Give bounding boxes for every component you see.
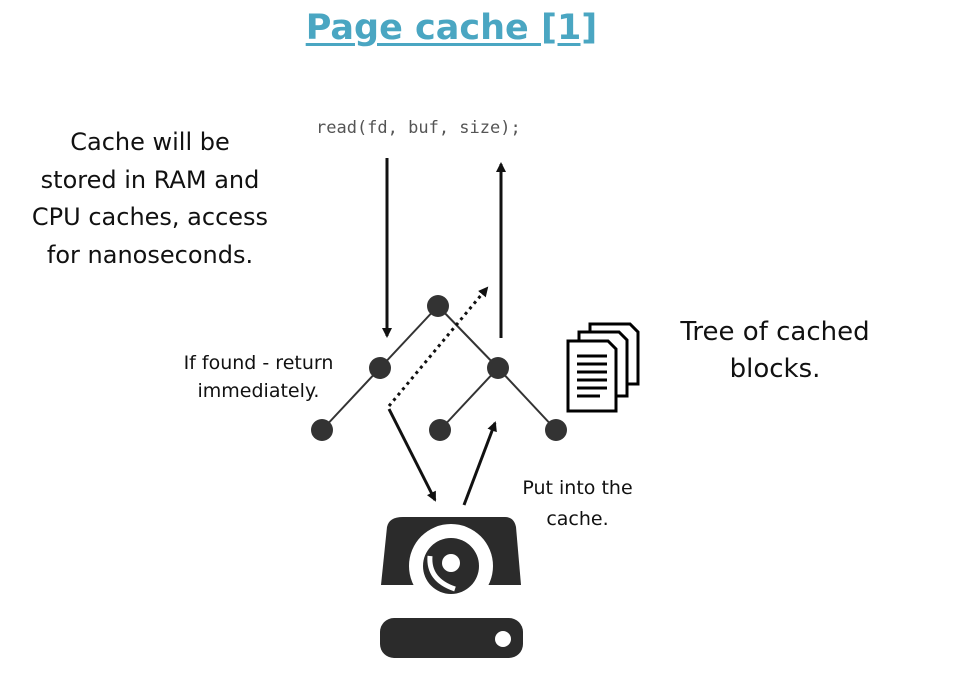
tree-node [369, 357, 391, 379]
tree-edge [437, 305, 499, 369]
found-return-note: If found - return immediately. [183, 352, 334, 402]
documents-icon [566, 322, 640, 413]
tree-node [487, 357, 509, 379]
tree-edge [379, 305, 439, 369]
tree-edge [439, 367, 499, 431]
miss-to-disk-arrow [387, 408, 437, 502]
read-syscall: read(fd, buf, size); [316, 118, 521, 138]
tree-nodes [311, 295, 567, 441]
page-title: Page cache [1] [305, 8, 598, 48]
ram-cache-note: Cache will be stored in RAM and CPU cach… [31, 128, 269, 269]
hard-drive-icon [380, 517, 523, 658]
tree-cached-blocks-note: Tree of cached blocks. [680, 317, 870, 384]
tree-edges [321, 305, 557, 431]
tree-node-leaf [545, 419, 567, 441]
put-into-cache-note: Put into the cache. [522, 477, 633, 530]
tree-node-root [427, 295, 449, 317]
cache-hit-dotted-arrow [387, 286, 489, 407]
tree-edge [497, 367, 557, 431]
tree-node-leaf [429, 419, 451, 441]
tree-node-leaf [311, 419, 333, 441]
tree-edge [321, 367, 381, 431]
disk-to-cache-arrow [462, 421, 497, 506]
